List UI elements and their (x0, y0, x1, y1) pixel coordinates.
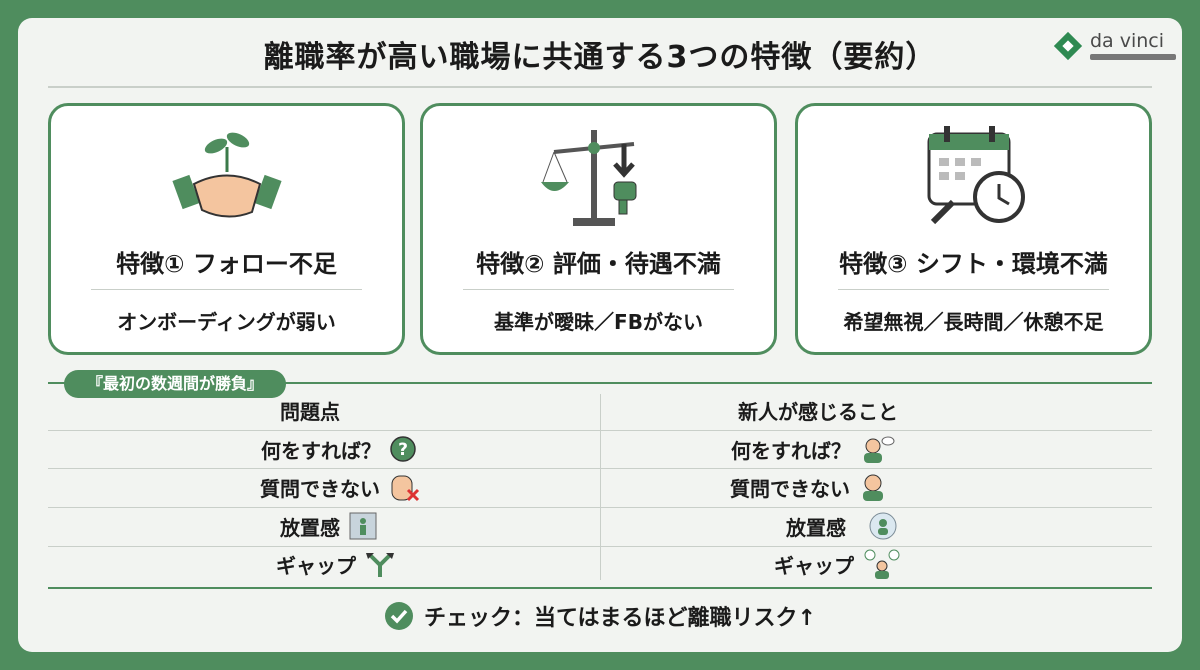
feature-description: 基準が曖昧／FBがない (494, 310, 703, 334)
question-icon: ? (390, 436, 416, 462)
row-text: 放置感 (280, 515, 340, 540)
check-circle-icon (385, 602, 413, 630)
table-row: 質問できない (260, 470, 422, 504)
row-divider (48, 430, 1152, 431)
card-divider (838, 289, 1109, 290)
title-divider (48, 86, 1152, 88)
feature-heading: 特徴② 評価・待遇不満 (476, 250, 721, 278)
column-divider (600, 394, 601, 580)
page-title: 離職率が高い職場に共通する3つの特徴（要約） (263, 40, 937, 75)
logo-name: da vinci (1090, 30, 1165, 52)
table-row: 放置感 (786, 509, 898, 543)
feature-heading: 特徴③ シフト・環境不満 (839, 250, 1108, 278)
confused-person-icon (864, 436, 895, 463)
logo-diamond-icon (1053, 31, 1083, 61)
footer-text: チェック：当てはまるほど離職リスク↑ (424, 606, 816, 631)
row-text: ギャップ (774, 553, 854, 578)
row-text: 何をすれば？ (261, 438, 381, 463)
table-row: ギャップ (276, 547, 396, 581)
fork-arrow-icon (366, 553, 394, 577)
card-divider (91, 289, 362, 290)
calendar-clock-icon (927, 126, 1025, 225)
feature-description: 希望無視／長時間／休憩不足 (843, 310, 1104, 334)
logo-tagline (1090, 54, 1176, 60)
feature-heading: 特徴① フォロー不足 (116, 250, 337, 278)
row-text: 放置感 (786, 515, 846, 540)
people-gap-icon (864, 549, 900, 579)
left-header: 問題点 (280, 399, 340, 424)
table-row: 放置感 (280, 509, 378, 543)
row-divider (48, 507, 1152, 508)
footer-line (48, 587, 1152, 589)
table-row: 何をすれば？? (261, 432, 417, 466)
feature-description: オンボーディングが弱い (117, 310, 336, 334)
row-text: 何をすれば？ (731, 438, 851, 463)
card-divider (463, 289, 734, 290)
worried-person-icon (863, 474, 883, 501)
section-tag: 『最初の数週間が勝負』 (64, 370, 286, 398)
row-text: 質問できない (260, 476, 380, 501)
table-row: 質問できない (730, 470, 888, 504)
logo: da vinci (1052, 30, 1176, 62)
row-text: ギャップ (276, 553, 356, 578)
table-row: 何をすれば？ (731, 432, 895, 466)
handshake-sprout-icon (171, 132, 282, 218)
footer-check: チェック：当てはまるほど離職リスク↑ (0, 600, 1200, 632)
right-header: 新人が感じること (738, 399, 898, 424)
feature-card-1: 特徴① フォロー不足 オンボーディングが弱い (48, 103, 405, 355)
feature-card-2: 特徴② 評価・待遇不満 基準が曖昧／FBがない (420, 103, 777, 355)
table-row: ギャップ (774, 547, 902, 581)
section-line (48, 382, 1152, 384)
feature-card-3: 特徴③ シフト・環境不満 希望無視／長時間／休憩不足 (795, 103, 1152, 355)
person-alone-room-icon (349, 512, 377, 540)
row-divider (48, 546, 1152, 547)
svg-text:?: ? (398, 440, 408, 460)
raised-hand-x-icon (391, 475, 420, 502)
row-divider (48, 468, 1152, 469)
isolated-person-icon (869, 512, 897, 540)
scale-thumbs-down-icon (540, 130, 636, 226)
row-text: 質問できない (730, 476, 850, 501)
